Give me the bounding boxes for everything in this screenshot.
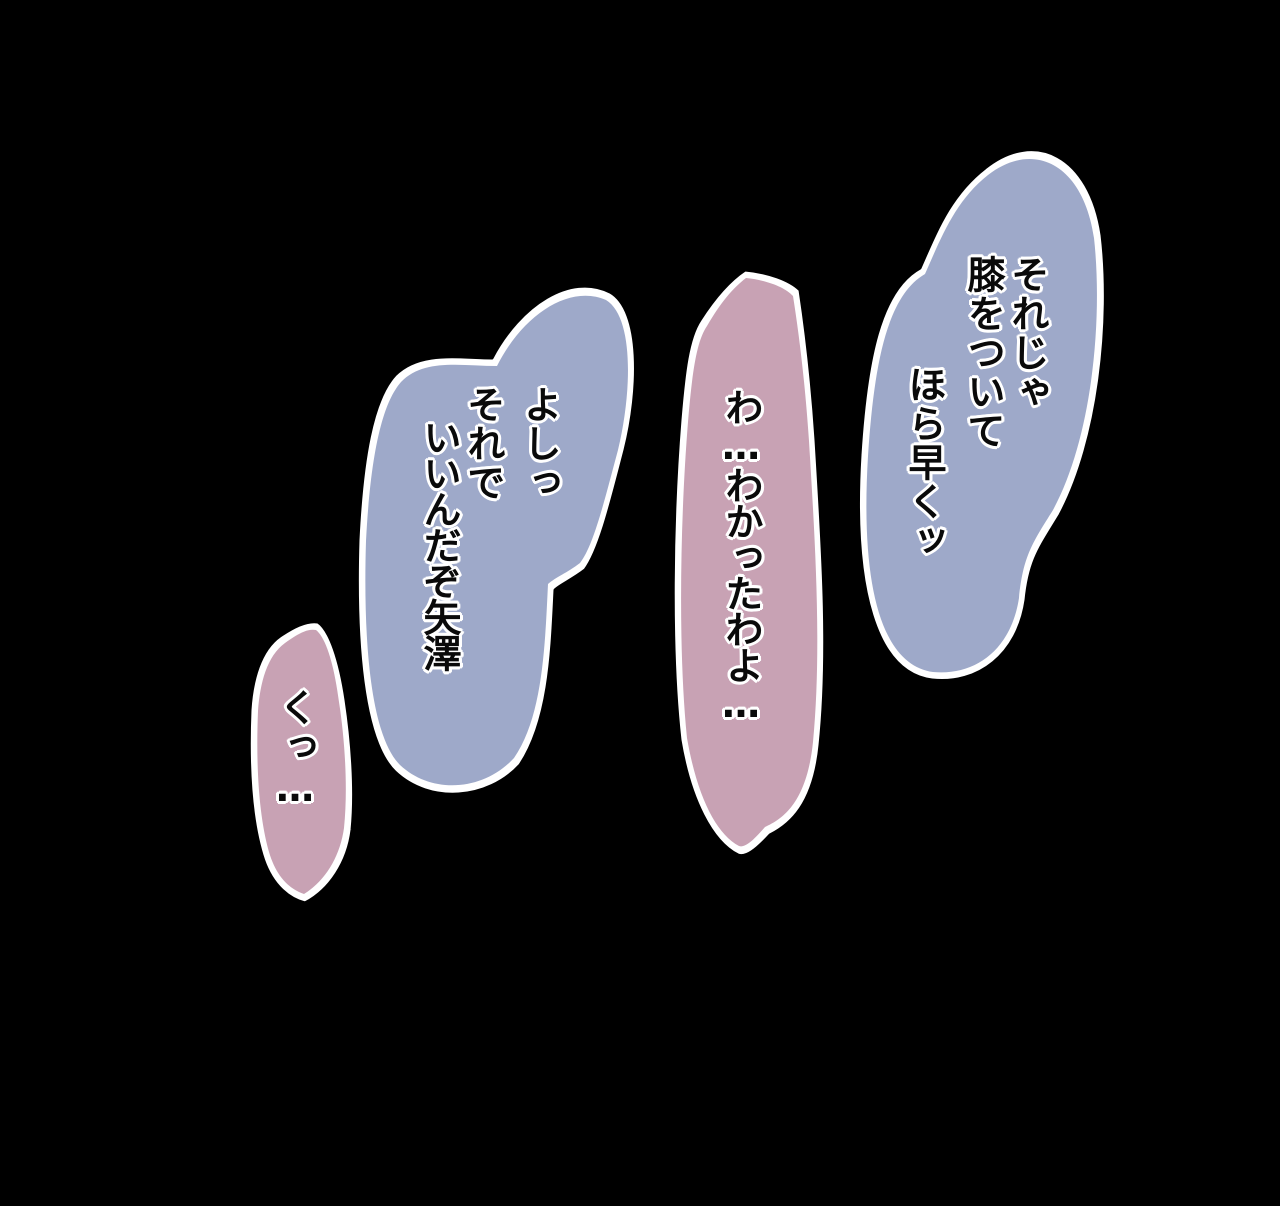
speech-bubble-4: [247, 620, 356, 905]
bubble-1-line-1: それじゃ: [1005, 255, 1049, 411]
speech-bubble-2-fill: [681, 278, 818, 847]
bubble-4-line-1: くっ…: [273, 688, 317, 811]
speech-bubble-1: [857, 148, 1107, 683]
speech-bubble-1-fill: [866, 158, 1097, 673]
speech-bubble-3-fill: [365, 295, 628, 786]
bubble-2-line-1: わ…わかったわよ…: [719, 388, 763, 724]
bubble-3-line-3: いいんだぞ矢澤: [417, 418, 461, 670]
bubble-1-line-3: ほら早くッ: [902, 365, 946, 560]
speech-bubble-3: [355, 284, 637, 796]
bubble-3-line-1: よしっ: [517, 385, 561, 502]
speech-bubble-2: [671, 268, 827, 858]
speech-bubble-4-fill: [257, 629, 346, 894]
bubble-1-line-2: 膝をついて: [961, 255, 1005, 450]
bubble-3-line-2: それで: [461, 385, 505, 502]
